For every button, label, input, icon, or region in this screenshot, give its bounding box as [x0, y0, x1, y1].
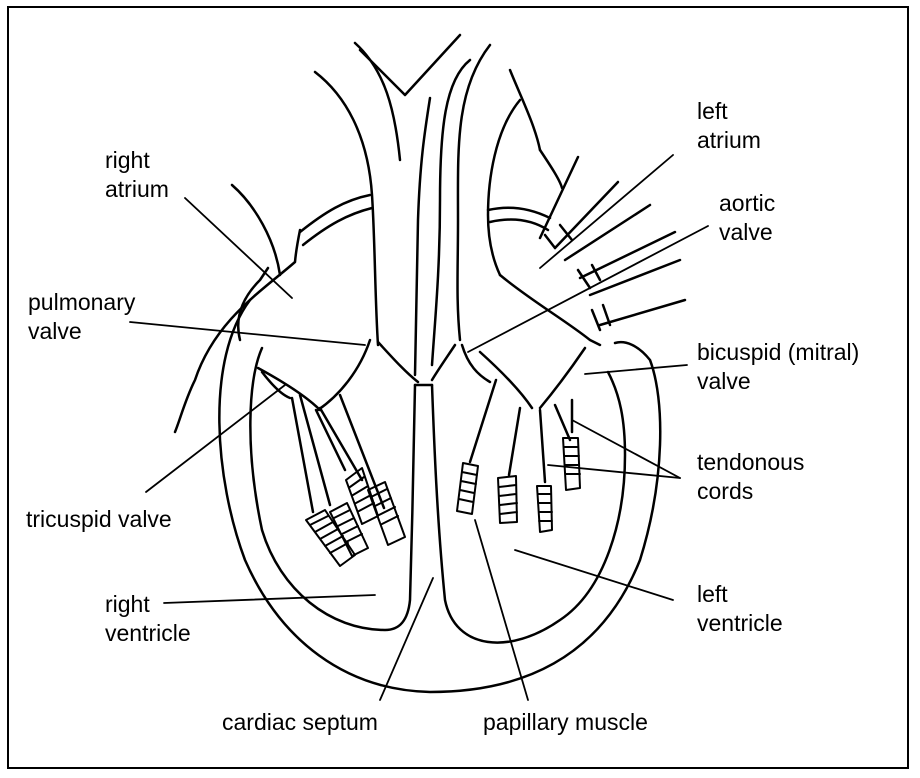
leader-right-atrium [185, 198, 292, 298]
label-line: cords [697, 477, 804, 506]
label-line: cardiac septum [222, 708, 378, 737]
pulmonary-vein-band-3 [592, 305, 610, 330]
pulmonary-bifurcation [360, 35, 460, 95]
label-line: valve [719, 218, 775, 247]
left-ventricle-inner [432, 372, 625, 643]
pulmonary-valve-cusps [318, 340, 418, 410]
right-atrium-vessel-band [300, 195, 370, 232]
label-papillary-muscle: papillary muscle [483, 708, 648, 737]
label-line: aortic [719, 189, 775, 218]
leader-left-atrium [540, 155, 673, 268]
leader-left-ventricle [515, 550, 673, 600]
label-line: pulmonary [28, 288, 135, 317]
aortic-valve-cusps [432, 345, 490, 382]
aorta-outer [458, 45, 491, 340]
label-line: left [697, 97, 761, 126]
rv-papillary-muscles [306, 468, 405, 566]
aorta-outer-2 [510, 70, 540, 150]
leader-tricuspid-valve [146, 385, 285, 492]
leader-bicuspid-valve [585, 365, 687, 374]
right-vena-cava-outer [232, 185, 280, 275]
label-bicuspid-valve: bicuspid (mitral) valve [697, 338, 859, 396]
label-tendonous-cords: tendonous cords [697, 448, 804, 506]
label-line: left [697, 580, 783, 609]
label-line: valve [28, 317, 135, 346]
left-atrium-wall [488, 100, 520, 275]
left-atrium-band-2 [490, 220, 548, 230]
label-left-ventricle: left ventricle [697, 580, 783, 638]
pulmonary-vein-1 [540, 157, 578, 238]
left-atrium-lower [500, 275, 600, 345]
leader-papillary-muscle [475, 520, 528, 700]
label-line: papillary muscle [483, 708, 648, 737]
right-atrium-inner-wall [238, 268, 268, 340]
label-line: ventricle [105, 619, 191, 648]
label-line: tricuspid valve [26, 505, 172, 534]
tricuspid-valve-cusps [258, 368, 320, 410]
label-line: valve [697, 367, 859, 396]
leader-right-ventricle [164, 595, 375, 603]
lv-papillary-muscles [457, 438, 580, 532]
right-ventricle-inner [250, 348, 415, 630]
heart-outer-wall [219, 300, 660, 692]
label-cardiac-septum: cardiac septum [222, 708, 378, 737]
pulmonary-trunk-right [415, 98, 430, 375]
left-atrium-band [488, 208, 550, 218]
label-line: right [105, 590, 191, 619]
label-line: right [105, 146, 169, 175]
mitral-valve-cusps [480, 348, 585, 408]
label-left-atrium: left atrium [697, 97, 761, 155]
label-tricuspid-valve: tricuspid valve [26, 505, 172, 534]
aorta-right-wall [540, 150, 562, 188]
label-line: tendonous [697, 448, 804, 477]
label-line: bicuspid (mitral) [697, 338, 859, 367]
label-right-atrium: right atrium [105, 146, 169, 204]
leader-pulmonary-valve [130, 322, 365, 345]
label-pulmonary-valve: pulmonary valve [28, 288, 135, 346]
pulmonary-vein-2 [555, 182, 618, 248]
pulmonary-vein-3 [565, 205, 650, 260]
label-line: atrium [697, 126, 761, 155]
right-atrium-vessel-band-2 [303, 208, 372, 245]
leader-lines [130, 155, 708, 700]
leader-cardiac-septum [380, 578, 433, 700]
label-line: atrium [105, 175, 169, 204]
pulmonary-vein-6 [600, 300, 685, 325]
label-line: ventricle [697, 609, 783, 638]
label-right-ventricle: right ventricle [105, 590, 191, 648]
label-aortic-valve: aortic valve [719, 189, 775, 247]
